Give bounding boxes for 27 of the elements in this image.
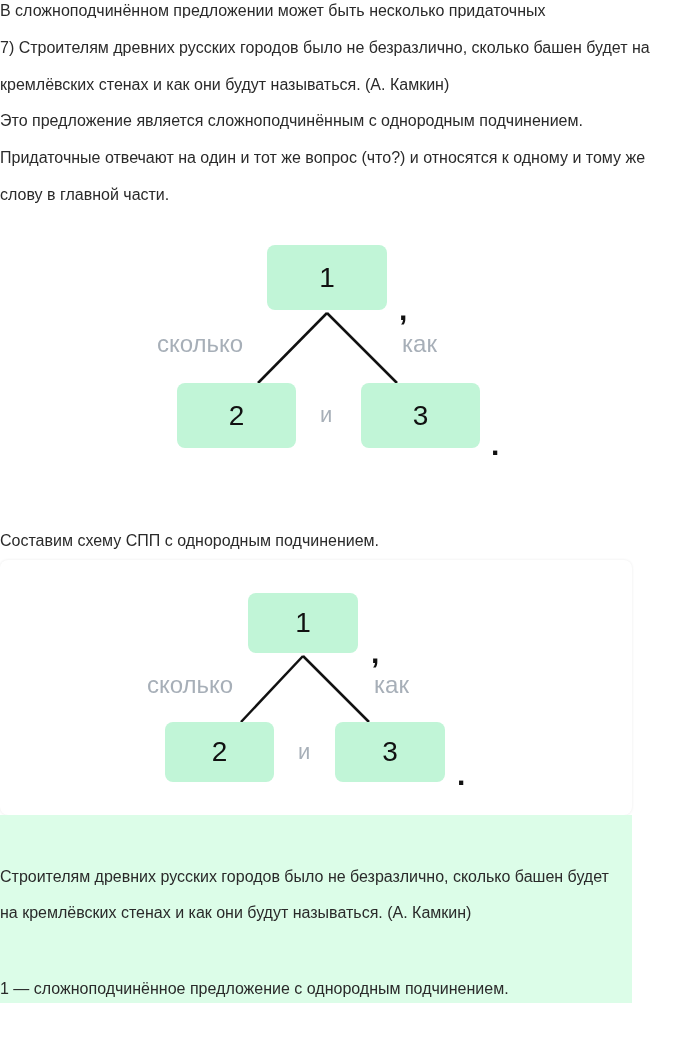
clause-box [267,245,387,310]
punctuation-mark: . [457,760,466,790]
clause-number: 3 [382,736,398,768]
clause-number: 2 [211,736,228,768]
clause-box [361,383,480,448]
conjunction-text: и [320,404,333,426]
clause-number: 3 [412,399,429,432]
clause-box [248,593,358,653]
clause-box [165,722,274,782]
explanation-paragraph: Это предложение является сложноподчинённым с однородным подчинением. Придаточные отвечают на один и тот же вопрос (что?) и относятся к одному и тому же слову в главной части. [0,111,647,205]
connector-line [302,655,370,723]
clause-box [177,383,296,448]
clause-number: 1 [295,607,311,639]
punctuation-mark: , [371,638,380,668]
answer-conclusion: 1 — сложноподчинённое предложение с однородным подчинением. [0,979,510,999]
punctuation-mark: . [491,430,500,460]
conjunction-text: и [298,741,311,763]
connector-line [326,312,398,384]
clause-number: 2 [228,399,245,432]
punctuation-mark: , [399,295,408,325]
clause-box [335,722,445,782]
connector-line [240,655,304,723]
example-sentence: 7) Строителям древних русских городов было не безразлично, сколько башен будет на кремлёвских стенах и как они будут называться. (А. Камкин) [0,38,651,95]
clause-number: 1 [319,261,335,294]
answer-sentence: Строителям древних русских городов было не безразлично, сколько башен будет на кремлёвских стенах и как они будут называться. (А. Камкин) [0,867,610,923]
instruction-text: Составим схему СПП с однородным подчинением. [0,531,381,551]
connector-line [257,312,328,384]
